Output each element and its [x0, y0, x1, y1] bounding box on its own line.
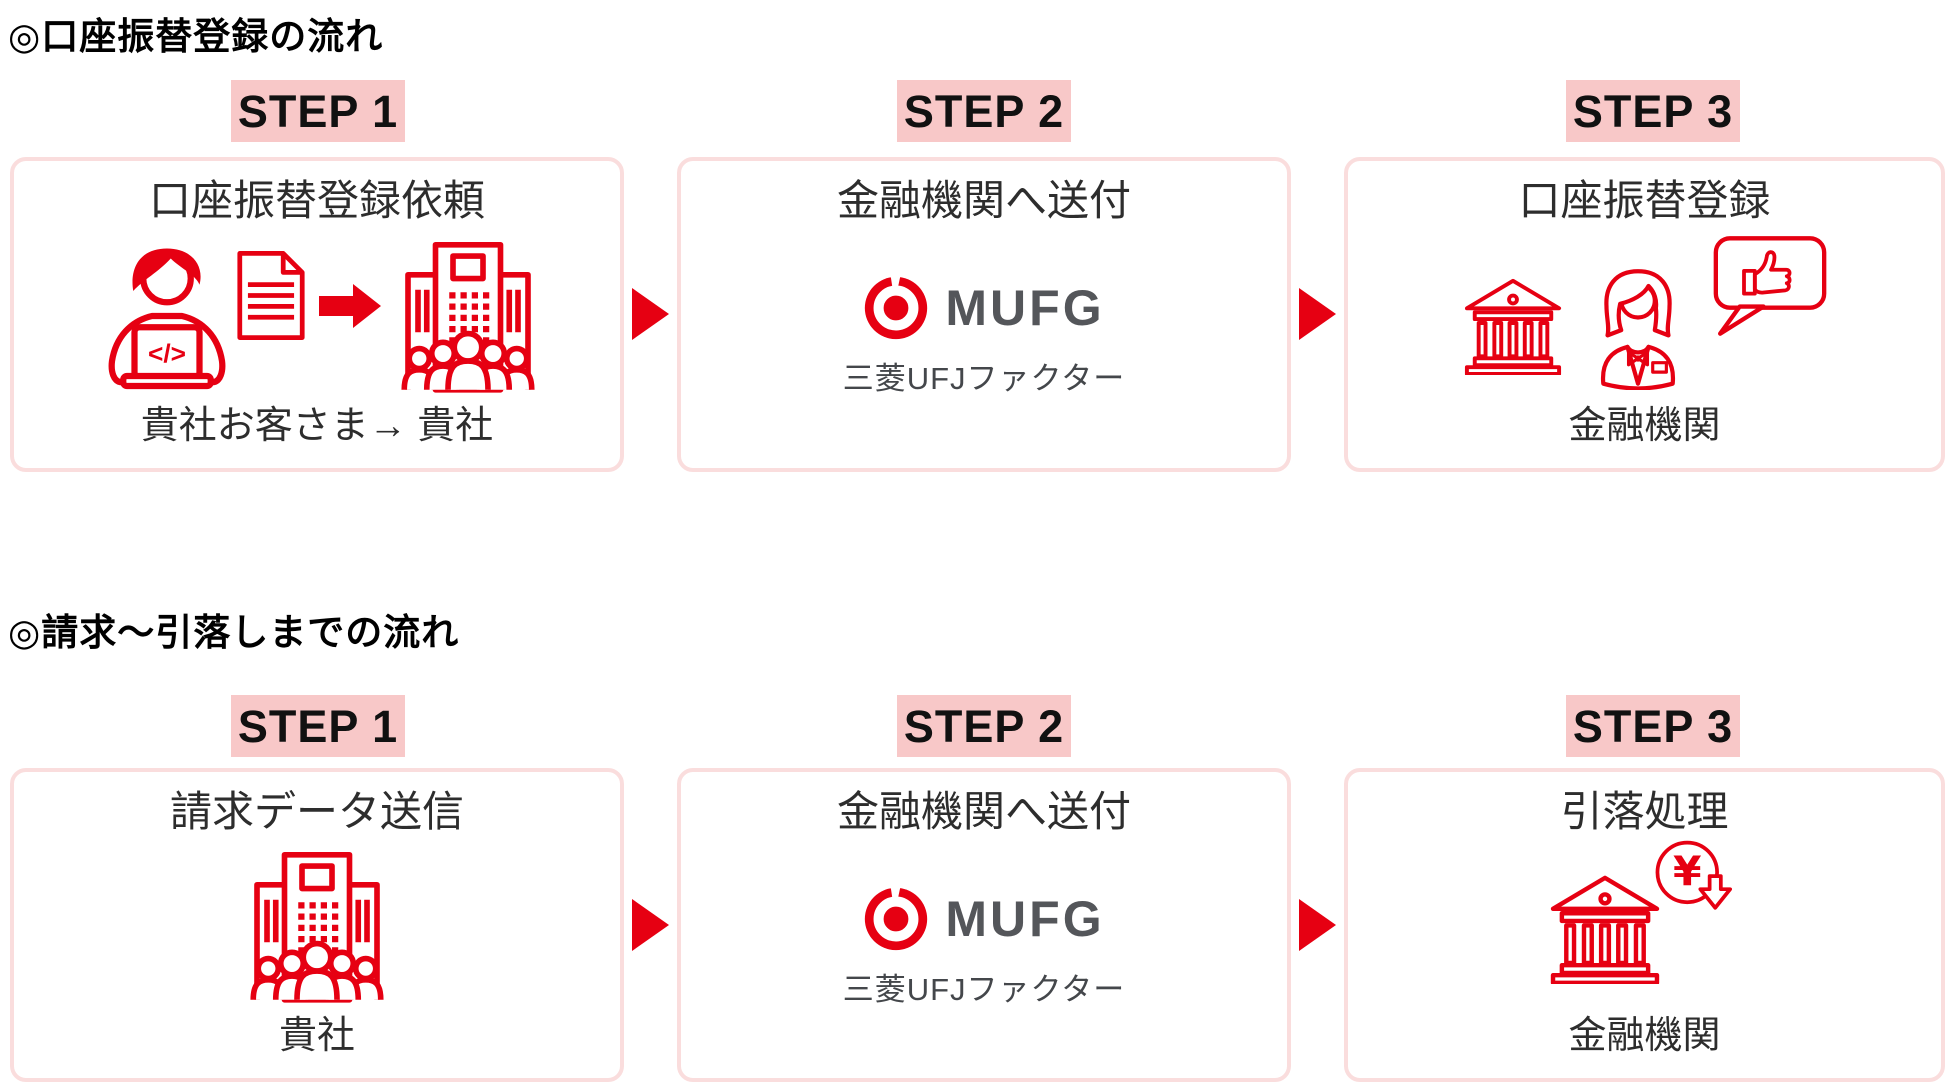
document-icon	[233, 248, 309, 343]
laptop-code-glyph: </>	[148, 338, 186, 368]
mufg-logo-icon	[863, 275, 929, 341]
box-title: 引落処理	[1560, 788, 1729, 835]
flow-arrow-icon	[632, 899, 669, 951]
mufg-wordmark: MUFG	[945, 890, 1105, 947]
flow-arrow-icon	[1299, 288, 1336, 340]
company-building-icon	[393, 237, 543, 395]
flow-arrow-icon	[632, 288, 669, 340]
bank-icon	[1459, 273, 1567, 375]
section-1-title: ◎口座振替登録の流れ	[8, 16, 384, 57]
mufg-logo-icon	[863, 885, 929, 952]
person-laptop-icon: </>	[91, 241, 243, 391]
thumbs-up-bubble-icon	[1709, 234, 1831, 338]
icon-row: </>	[91, 225, 543, 406]
flow-box-send-to-bank-row1: 金融機関へ送付 MUFG 三菱UFJファクター	[677, 157, 1291, 472]
bank-icon	[1544, 869, 1666, 984]
step-1-label-row2: STEP 1	[231, 695, 405, 757]
yen-withdraw-icon: ¥	[1650, 835, 1732, 921]
flow-box-registration-done: 口座振替登録	[1344, 157, 1945, 472]
box-caption: 金融機関	[1568, 405, 1721, 448]
company-building-icon	[242, 847, 392, 1005]
box-title: 請求データ送信	[169, 788, 464, 835]
clerk-icon	[1581, 266, 1695, 390]
box-caption: 金融機関	[1568, 1015, 1721, 1058]
icon-row: ¥	[1550, 836, 1732, 1016]
box-title: 口座振替登録依頼	[148, 177, 485, 224]
box-caption: 貴社お客さま→ 貴社	[140, 405, 494, 448]
box-title: 金融機関へ送付	[836, 177, 1131, 224]
step-2-label-row2: STEP 2	[897, 695, 1071, 757]
box-caption: 貴社	[278, 1015, 355, 1058]
mufg-tagline: 三菱UFJファクター	[842, 971, 1126, 1007]
flow-box-withdrawal: 引落処理 ¥	[1344, 768, 1945, 1082]
step-2-label-row1: STEP 2	[897, 80, 1071, 142]
mufg-logo-block: MUFG 三菱UFJファクター	[843, 225, 1126, 448]
icon-row	[242, 836, 392, 1016]
step-3-label-row1: STEP 3	[1566, 80, 1740, 142]
flow-arrow-icon	[1299, 899, 1336, 951]
flow-box-registration-request: 口座振替登録依頼 </>	[10, 157, 624, 472]
flow-box-billing-data: 請求データ送信	[10, 768, 624, 1082]
yen-symbol: ¥	[1673, 847, 1702, 895]
red-arrow-icon	[319, 282, 383, 330]
mufg-logo-block: MUFG 三菱UFJファクター	[843, 836, 1126, 1058]
box-title: 口座振替登録	[1518, 177, 1771, 224]
flow-box-send-to-bank-row2: 金融機関へ送付 MUFG 三菱UFJファクター	[677, 768, 1291, 1082]
step-1-label-row1: STEP 1	[231, 80, 405, 142]
box-title: 金融機関へ送付	[836, 788, 1131, 835]
mufg-tagline: 三菱UFJファクター	[842, 361, 1126, 397]
step-3-label-row2: STEP 3	[1566, 695, 1740, 757]
mufg-wordmark: MUFG	[945, 280, 1105, 337]
section-2-title: ◎請求～引落しまでの流れ	[8, 612, 460, 653]
icon-row	[1459, 225, 1831, 406]
